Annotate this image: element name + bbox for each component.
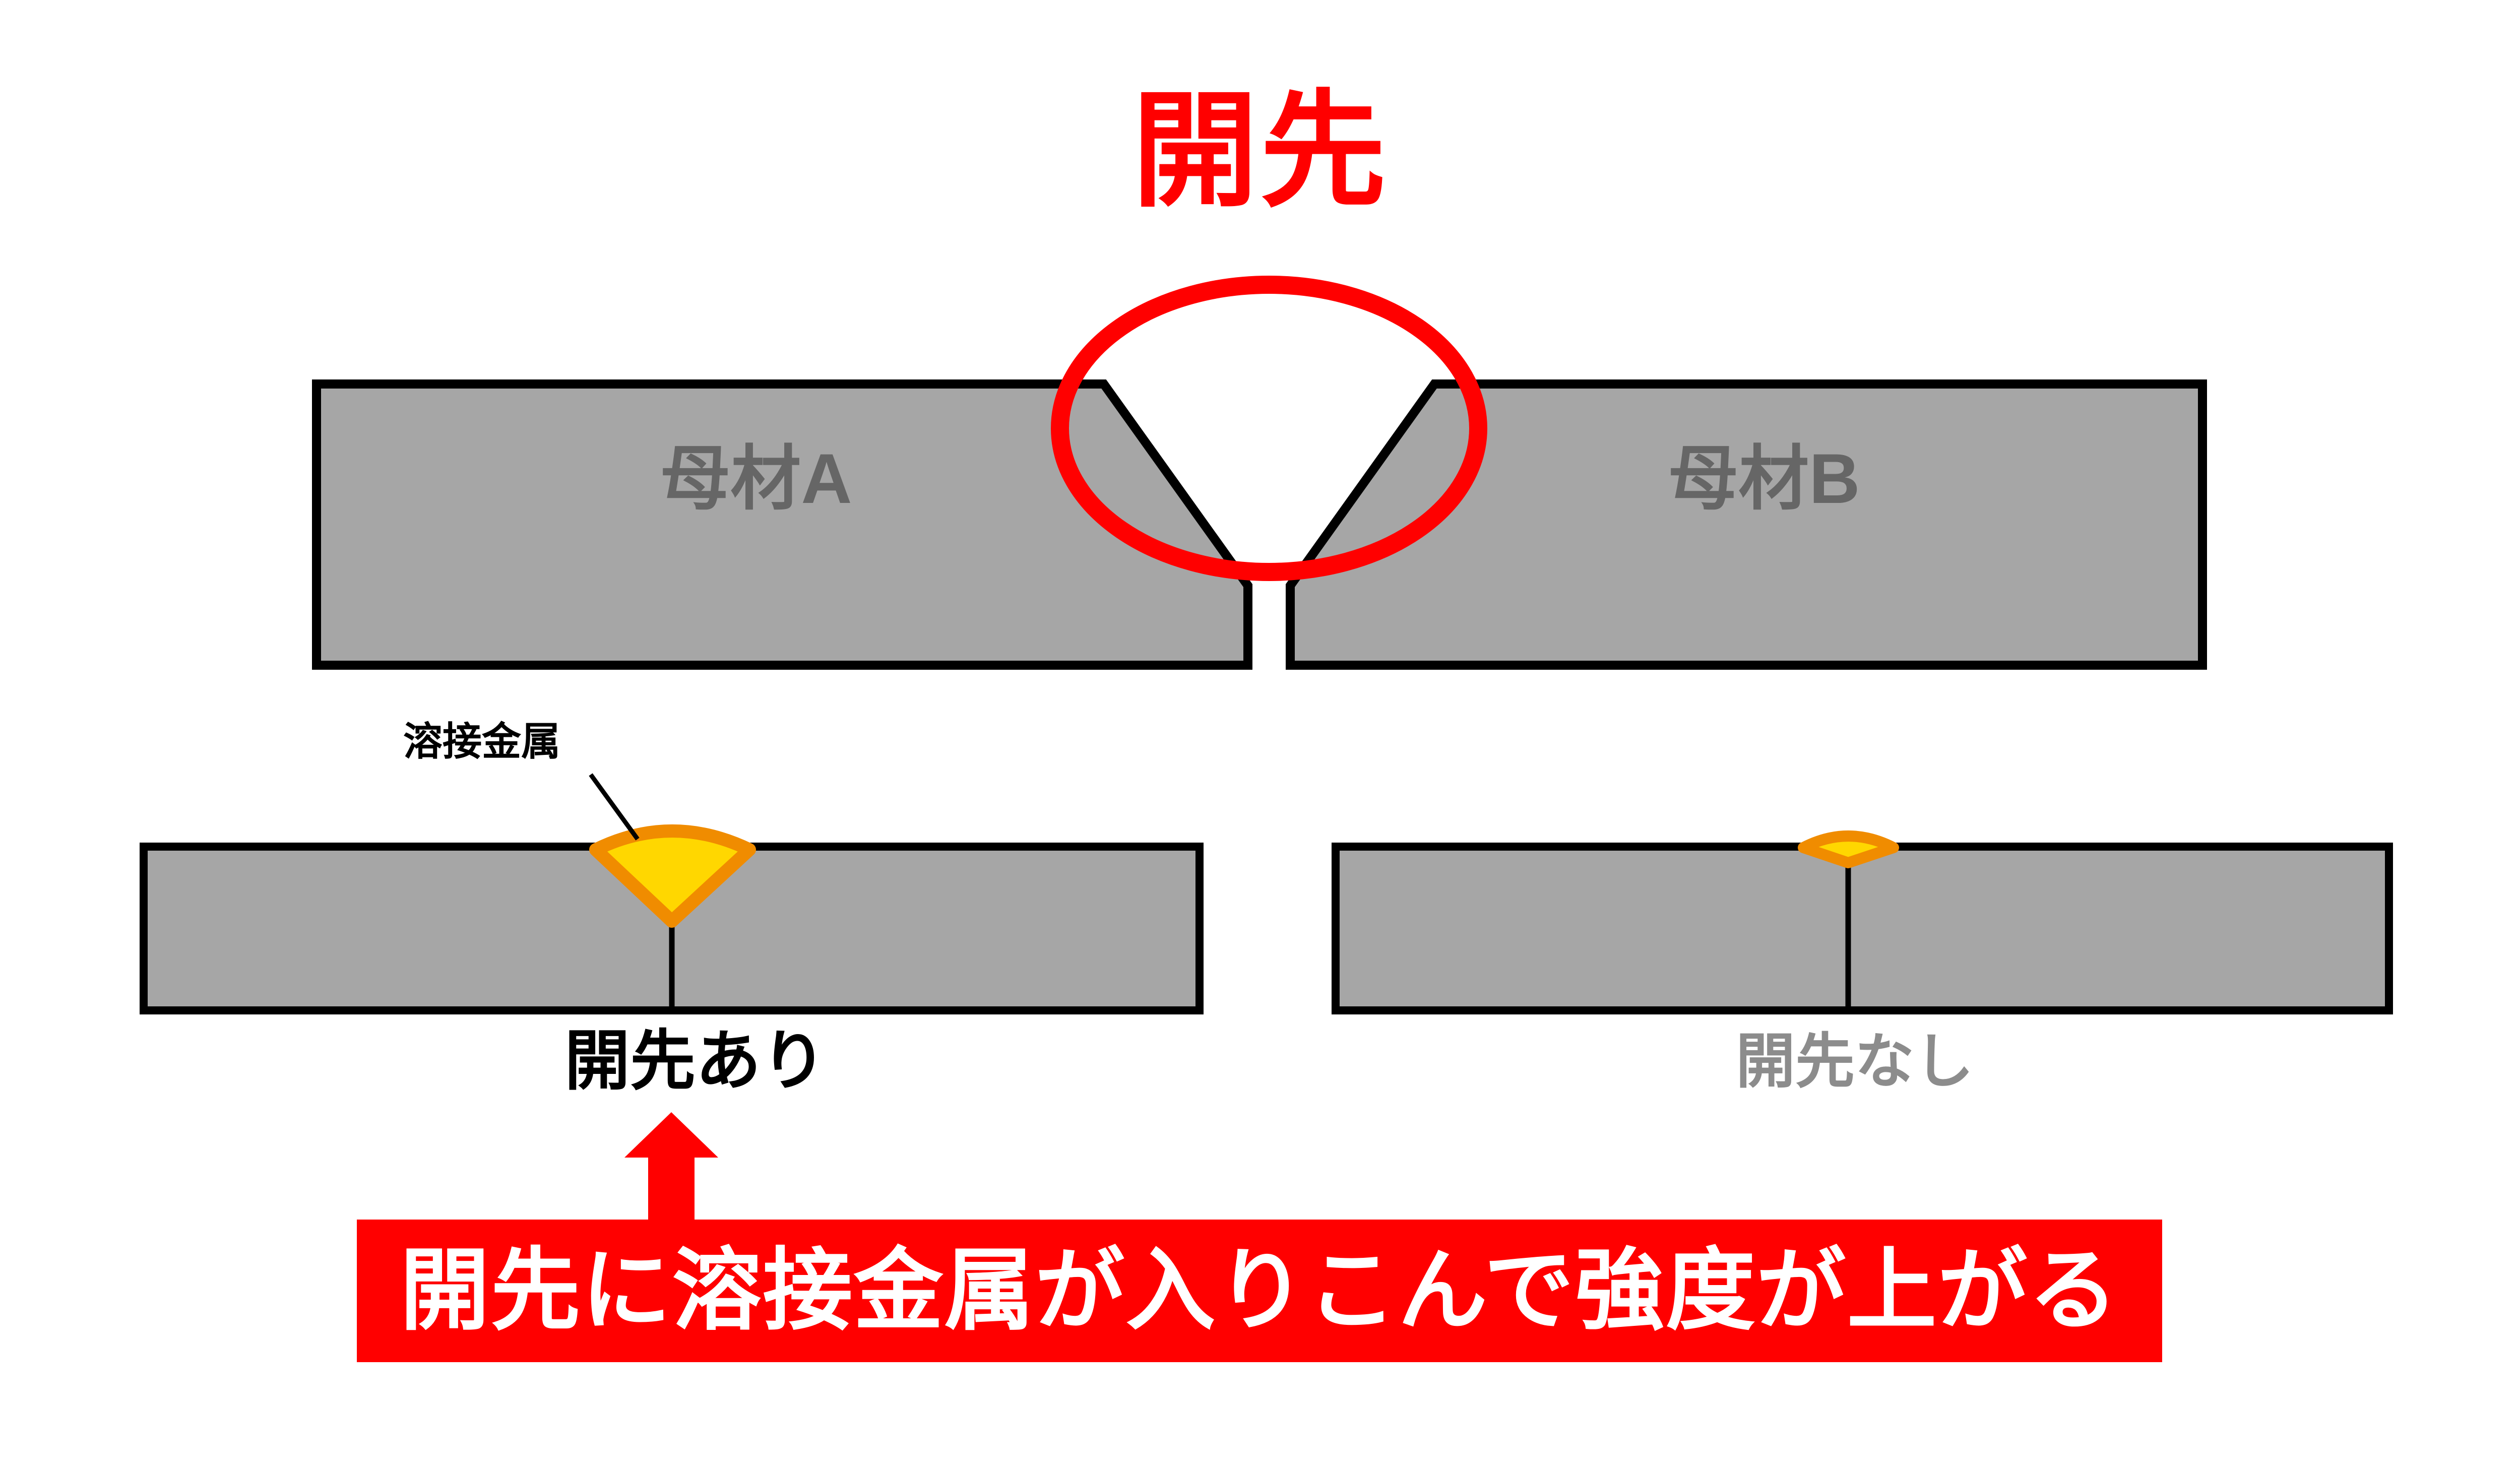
top-figure-group [312,276,2207,670]
top-plate-left-shape [312,379,1252,670]
base-material-b-label: 母材B [1668,439,1860,518]
weld-metal-shape-large [589,824,756,928]
page-title: 開先 [1132,81,1388,221]
weld-metal-callout-label: 溶接金属 [403,719,561,763]
conclusion-banner-background [357,1220,2162,1362]
weld-metal-leader-line [589,773,640,841]
top-plate-right-shape [1286,379,2207,670]
without-groove-caption: 開先なし [1735,1029,1974,1095]
base-material-a-label: 母材A [660,439,852,518]
red-up-arrow-icon [624,1112,718,1222]
bottom-left-figure-group [140,773,1204,1014]
conclusion-banner-text: 開先に溶接金属が入りこんで強度が上がる [400,1240,2119,1340]
lower-right-plate-shape [1332,843,2393,1014]
bottom-right-figure-group [1332,830,2393,1014]
with-groove-caption: 開先あり [564,1024,827,1098]
groove-highlight-ellipse [1051,276,1487,581]
weld-metal-shape-small [1798,830,1899,868]
